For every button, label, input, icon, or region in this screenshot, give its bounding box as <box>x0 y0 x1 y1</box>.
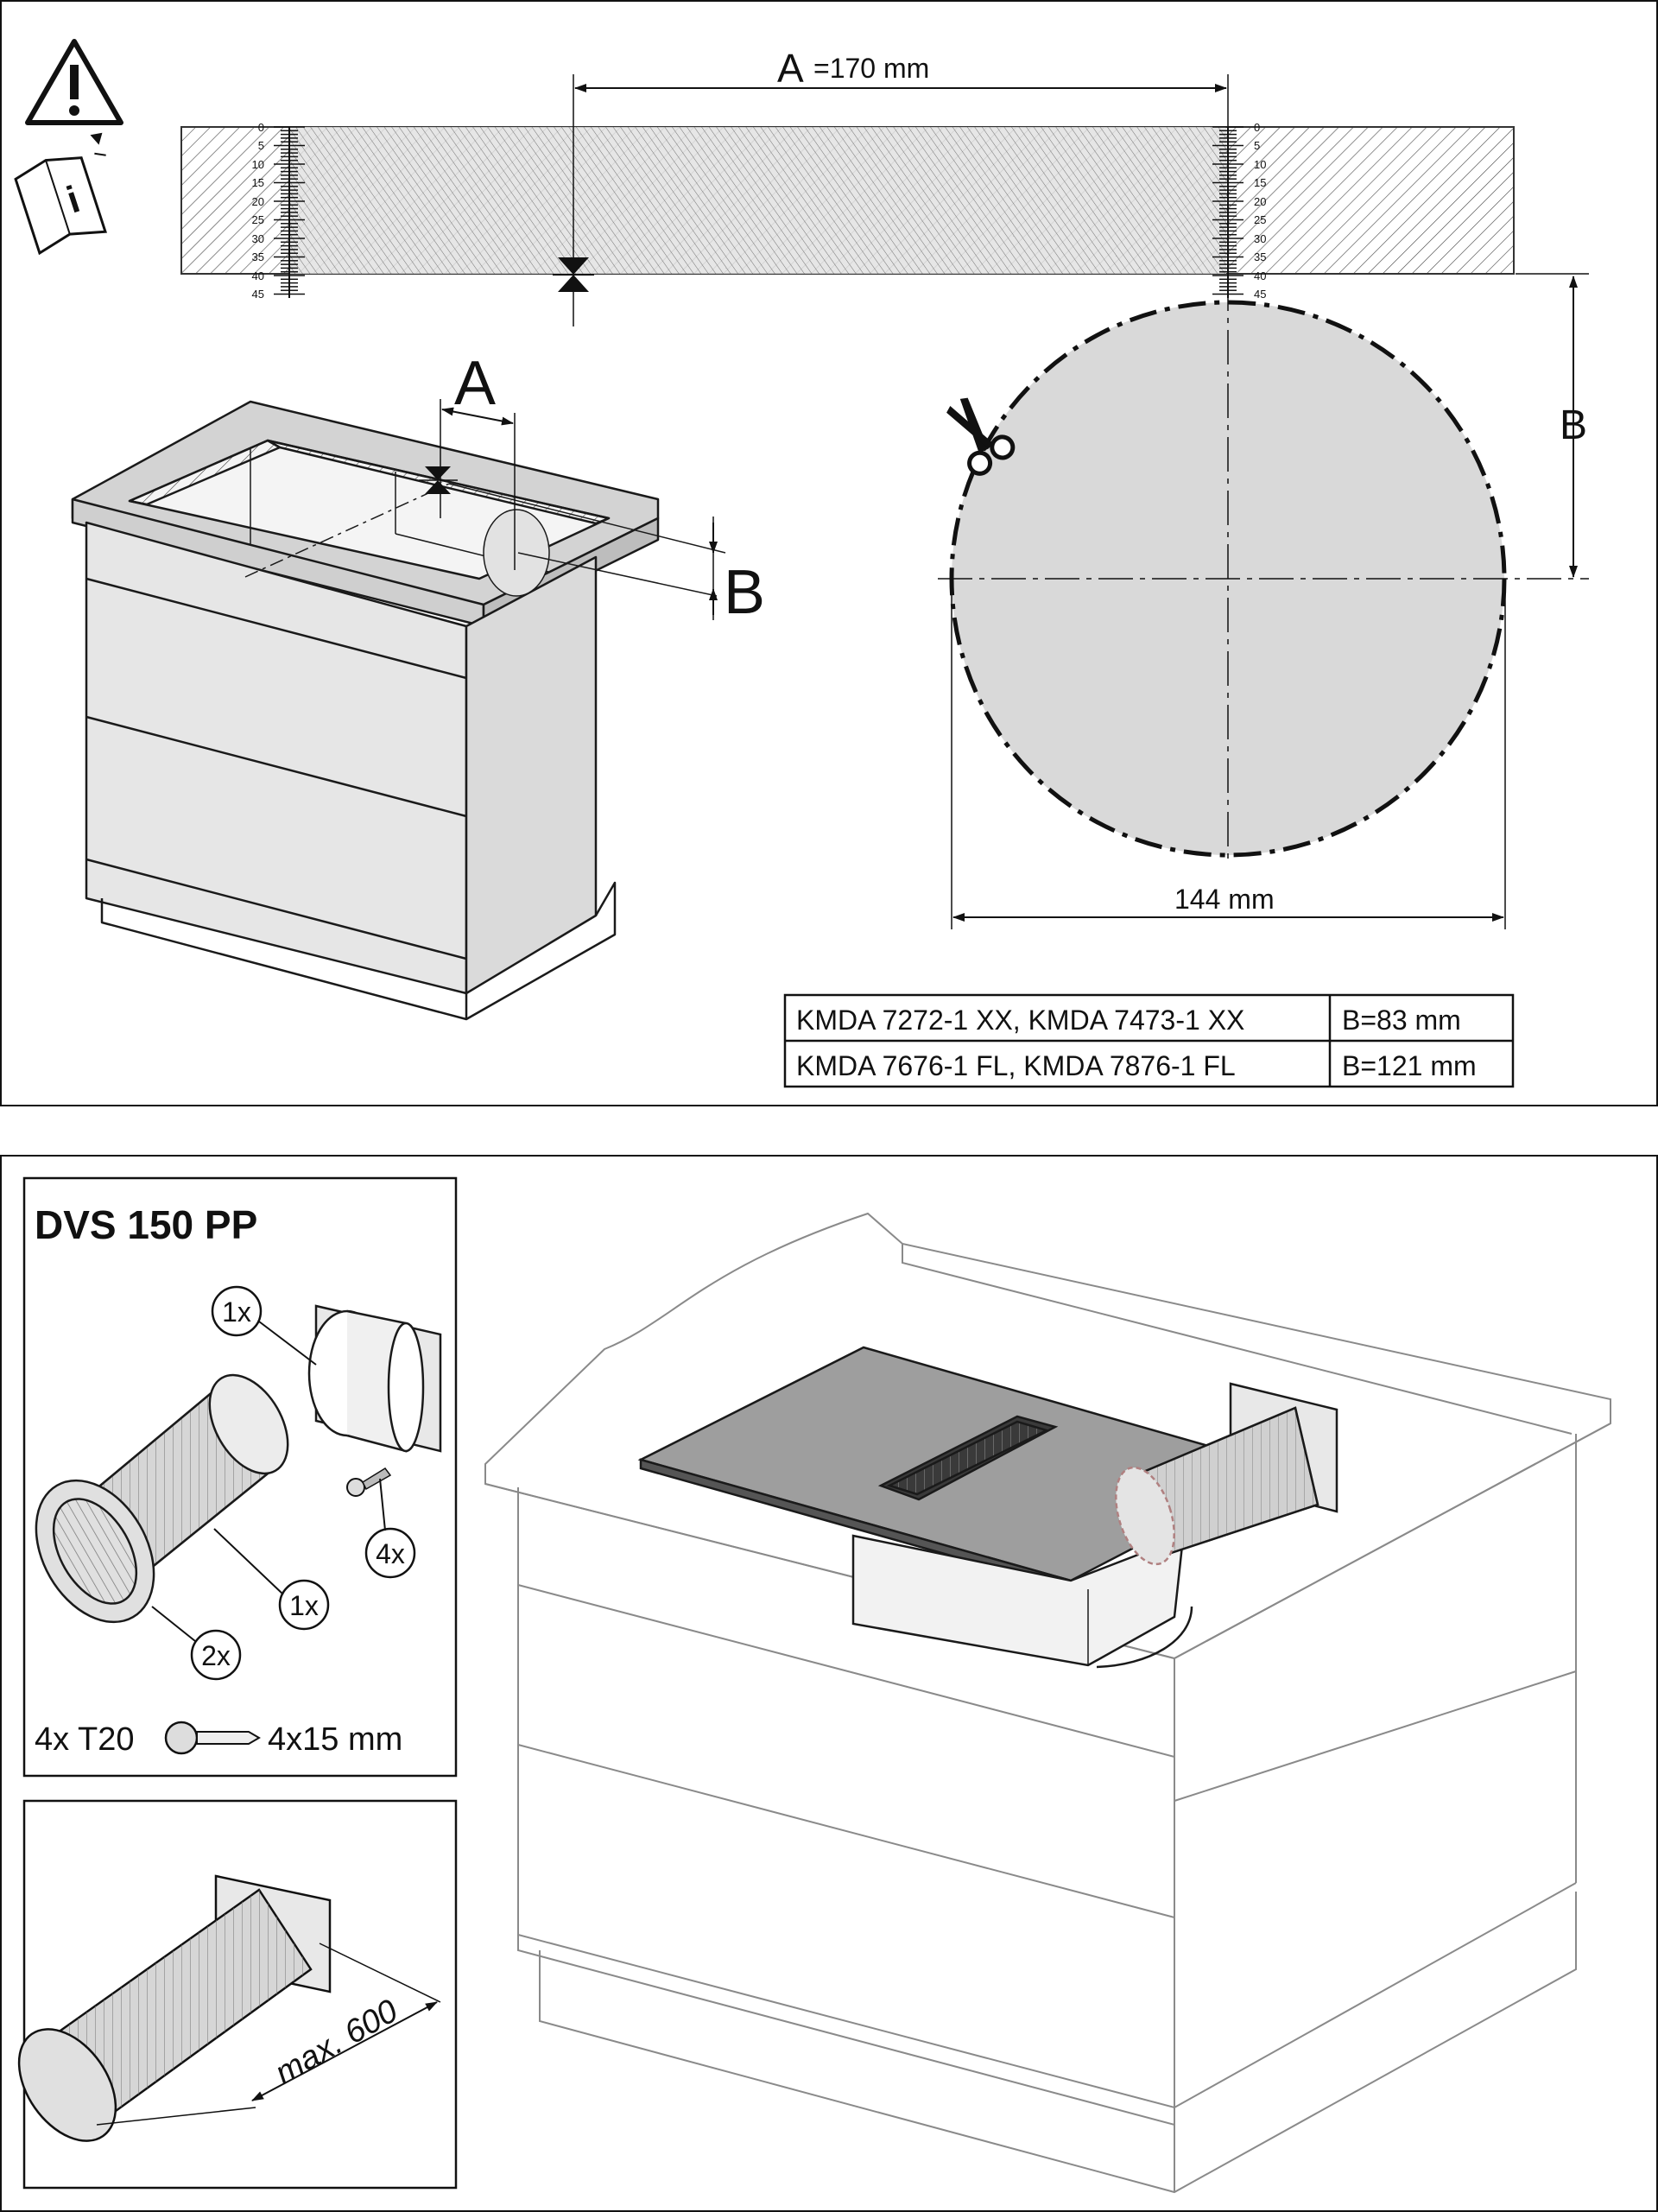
wall-collar <box>307 1304 442 1453</box>
tick-label: 15 <box>1254 176 1266 189</box>
callout-screws: 4x <box>364 1478 416 1579</box>
tick-label: 0 <box>258 121 264 134</box>
diameter-label: 144 mm <box>1174 884 1275 915</box>
cabinet-label-b: B <box>724 558 765 627</box>
top-panel-frame <box>0 0 1658 1106</box>
dimension-a-value: =170 mm <box>813 53 929 84</box>
scissors-icon <box>946 397 1016 476</box>
kit-title: DVS 150 PP <box>35 1202 257 1247</box>
dimension-a: A =170 mm <box>553 46 1229 326</box>
screw-icon <box>346 1467 392 1497</box>
svg-text:2x: 2x <box>201 1640 231 1671</box>
svg-text:4x: 4x <box>376 1538 405 1569</box>
kit-contents-box: DVS 150 PP 1x 1x <box>22 1176 458 1778</box>
tick-label: 5 <box>258 139 264 152</box>
tick-label: 45 <box>1254 288 1266 301</box>
tick-label: 40 <box>1254 269 1266 282</box>
dimension-b-label: B <box>1560 402 1587 448</box>
tick-label: 30 <box>252 232 264 245</box>
svg-text:1x: 1x <box>289 1590 319 1621</box>
bottom-panel-frame <box>0 1155 1658 2212</box>
flex-hose <box>35 1373 289 1624</box>
cabinet-cutout-illustration <box>71 400 726 1021</box>
screw-quantity: 4x T20 <box>35 1721 134 1758</box>
tick-label: 45 <box>252 288 264 301</box>
table-row-2-value: B=121 mm <box>1342 1050 1477 1081</box>
duct-cutout-circle: 144 mm B <box>938 273 1589 929</box>
dimension-a-letter: A <box>777 46 804 91</box>
tick-label: 25 <box>252 213 264 226</box>
depth-scale-right: 0 5 10 15 20 25 30 35 40 45 <box>1212 121 1266 301</box>
cabinet-label-a: A <box>454 349 496 418</box>
model-table: KMDA 7272-1 XX, KMDA 7473-1 XX B=83 mm K… <box>783 993 1515 1088</box>
scale-tick-labels-right: 0 5 10 15 20 25 30 35 40 45 <box>1254 121 1266 301</box>
tick-label: 5 <box>1254 139 1260 152</box>
torx-screw-icon <box>164 1721 261 1755</box>
tick-label: 20 <box>252 195 264 208</box>
tick-label: 10 <box>252 158 264 171</box>
cabinet-dimensions: A B <box>419 349 765 627</box>
tick-label: 15 <box>252 176 264 189</box>
screw-size: 4x15 mm <box>268 1721 402 1758</box>
table-row-2-models: KMDA 7676-1 FL, KMDA 7876-1 FL <box>796 1050 1236 1081</box>
tick-label: 40 <box>252 269 264 282</box>
svg-text:1x: 1x <box>222 1296 251 1328</box>
table-row-1-models: KMDA 7272-1 XX, KMDA 7473-1 XX <box>796 1005 1244 1036</box>
tick-label: 20 <box>1254 195 1266 208</box>
manual-info-icon: i <box>14 132 108 256</box>
kitchen-island-illustration <box>484 1212 1611 2194</box>
callout-hose: 1x <box>213 1528 330 1631</box>
warning-triangle-icon <box>25 39 123 125</box>
tick-label: 10 <box>1254 158 1266 171</box>
callout-clamps: 2x <box>151 1606 242 1681</box>
tick-label: 35 <box>252 250 264 263</box>
duct-connection <box>1115 1382 1338 1566</box>
depth-scale-left: 0 5 10 15 20 25 30 35 40 45 <box>252 121 305 301</box>
tick-label: 30 <box>1254 232 1266 245</box>
scale-tick-labels-left: 0 5 10 15 20 25 30 35 40 45 <box>252 121 264 301</box>
tick-label: 25 <box>1254 213 1266 226</box>
tick-label: 0 <box>1254 121 1260 134</box>
table-row-1-value: B=83 mm <box>1342 1005 1461 1036</box>
callout-collar: 1x <box>211 1285 317 1366</box>
worktop-section <box>180 126 1515 275</box>
tick-label: 35 <box>1254 250 1266 263</box>
max-length-box: max. 600 <box>17 1799 458 2190</box>
